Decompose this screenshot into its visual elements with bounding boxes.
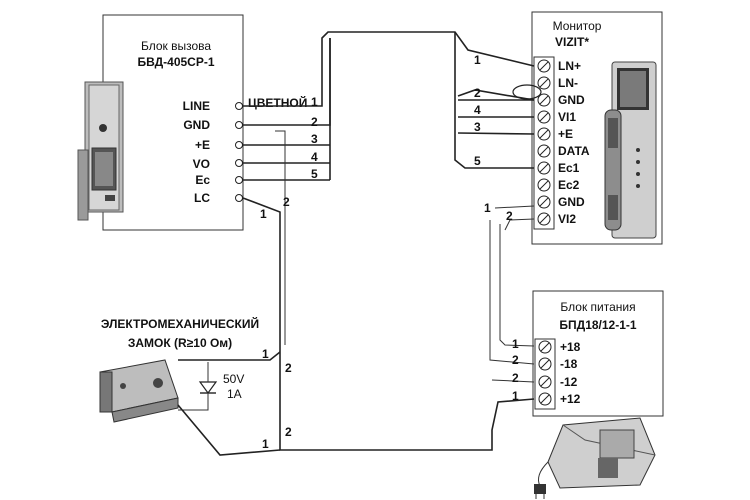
monitor-screws bbox=[537, 59, 551, 226]
wire-num: 5 bbox=[474, 154, 481, 168]
wire-gnd bbox=[243, 38, 331, 126]
wire-loop-ln bbox=[512, 84, 542, 100]
wire-mon-to-psu-plus18 bbox=[499, 224, 535, 347]
power-supply-block: Блок питания БПД18/12-1-1 +18 -18 -12 +1… bbox=[532, 290, 664, 499]
mon-term-ec1: Ec1 bbox=[558, 161, 580, 175]
wire-num: 3 bbox=[311, 132, 318, 146]
wire-mon-ec1 bbox=[454, 32, 534, 169]
wire-num: 2 bbox=[311, 115, 318, 129]
wire-num: 1 bbox=[311, 95, 318, 109]
lock-title-line1: ЭЛЕКТРОМЕХАНИЧЕСКИЙ bbox=[101, 316, 259, 331]
wire-num: 1 bbox=[262, 437, 269, 451]
psu-image bbox=[534, 417, 656, 499]
call-term-line: LINE bbox=[183, 99, 210, 113]
wire-num: 1 bbox=[484, 201, 491, 215]
mon-term-ln-minus: LN- bbox=[558, 76, 578, 90]
wire-mon-vi2 bbox=[504, 218, 535, 231]
psu-terminal-strip bbox=[534, 338, 556, 410]
call-block-model: БВД-405СР-1 bbox=[137, 55, 214, 69]
call-block-frame bbox=[102, 14, 244, 231]
psu-term-minus18: -18 bbox=[560, 357, 578, 371]
mon-term-vi1: VI1 bbox=[558, 110, 576, 124]
monitor-title: Монитор bbox=[553, 19, 602, 33]
wire-num: 2 bbox=[512, 353, 519, 367]
mon-term-ln-plus: LN+ bbox=[558, 59, 581, 73]
psu-term-plus18: +18 bbox=[560, 340, 581, 354]
call-block: Блок вызова БВД-405СР-1 LINE GND +E VO E… bbox=[77, 14, 307, 231]
monitor-model: VIZIT* bbox=[555, 35, 589, 49]
lock-image bbox=[99, 359, 179, 423]
call-terminal-ec bbox=[235, 176, 243, 184]
color-note: ЦВЕТНОЙ bbox=[248, 95, 307, 110]
wire-num: 2 bbox=[474, 86, 481, 100]
wire-num: 2 bbox=[283, 195, 290, 209]
call-block-title: Блок вызова bbox=[141, 39, 211, 53]
psu-title: Блок питания bbox=[560, 300, 635, 314]
call-term-vo: VO bbox=[193, 157, 210, 171]
call-term-gnd: GND bbox=[183, 118, 210, 132]
wire-num: 1 bbox=[512, 389, 519, 403]
call-term-plus-e: +E bbox=[195, 138, 210, 152]
psu-screws bbox=[538, 340, 552, 406]
wire-num: 2 bbox=[512, 371, 519, 385]
wire-num: 3 bbox=[474, 120, 481, 134]
monitor-image bbox=[604, 61, 657, 239]
mon-term-data: DATA bbox=[558, 144, 590, 158]
diode-voltage: 50V bbox=[223, 372, 244, 386]
wire-num: 2 bbox=[285, 361, 292, 375]
monitor-block: Монитор VIZIT* LN+ LN- GND VI1 +E DATA E… bbox=[531, 11, 663, 245]
wire-lock-bottom bbox=[177, 404, 281, 456]
call-terminal-line bbox=[235, 102, 243, 110]
psu-term-plus12: +12 bbox=[560, 392, 581, 406]
call-terminal-plus-e bbox=[235, 141, 243, 149]
diode-current: 1A bbox=[227, 387, 242, 401]
wire-psu-minus12 bbox=[491, 379, 535, 383]
mon-term-plus-e: +E bbox=[558, 127, 573, 141]
lock-title-line2: ЗАМОК (R≥10 Ом) bbox=[128, 336, 232, 350]
wire-num: 1 bbox=[512, 337, 519, 351]
wire-num: 4 bbox=[474, 103, 481, 117]
mon-term-gnd: GND bbox=[558, 93, 585, 107]
wire-lock-top bbox=[178, 351, 281, 361]
lock-block: ЭЛЕКТРОМЕХАНИЧЕСКИЙ ЗАМОК (R≥10 Ом) 50V … bbox=[99, 316, 259, 423]
wire-num: 4 bbox=[311, 150, 318, 164]
call-terminal-lc bbox=[235, 194, 243, 202]
wire-gnd-down bbox=[275, 130, 286, 345]
call-panel-image bbox=[77, 81, 124, 221]
wire-mon-gnd2 bbox=[494, 205, 535, 209]
call-term-lc: LC bbox=[194, 191, 210, 205]
mon-term-ec2: Ec2 bbox=[558, 178, 580, 192]
mon-term-gnd2: GND bbox=[558, 195, 585, 209]
call-terminal-gnd bbox=[235, 121, 243, 129]
wires bbox=[177, 31, 542, 456]
wire-num: 5 bbox=[311, 167, 318, 181]
wire-lc-main bbox=[242, 197, 535, 451]
psu-term-minus12: -12 bbox=[560, 375, 578, 389]
psu-model: БПД18/12-1-1 bbox=[559, 318, 636, 332]
wire-mon-plus-e bbox=[457, 132, 535, 135]
wire-num: 1 bbox=[262, 347, 269, 361]
wire-diode-bottom bbox=[178, 393, 209, 411]
diode-symbol bbox=[198, 381, 218, 395]
mon-term-vi2: VI2 bbox=[558, 212, 576, 226]
wire-num: 2 bbox=[285, 425, 292, 439]
wire-mon-to-psu-minus18 bbox=[489, 220, 535, 365]
wire-num: 2 bbox=[506, 209, 513, 223]
wire-num: 1 bbox=[260, 207, 267, 221]
wire-line-to-ln-plus bbox=[243, 31, 535, 107]
wire-mon-ln-minus-jump bbox=[457, 89, 535, 101]
call-term-ec: Ec bbox=[195, 173, 210, 187]
wire-num: 1 bbox=[474, 53, 481, 67]
call-terminal-vo bbox=[235, 159, 243, 167]
wire-numbers: 1 2 3 4 5 1 2 4 3 5 1 2 1 2 1 2 1 2 1 2 … bbox=[260, 53, 519, 451]
